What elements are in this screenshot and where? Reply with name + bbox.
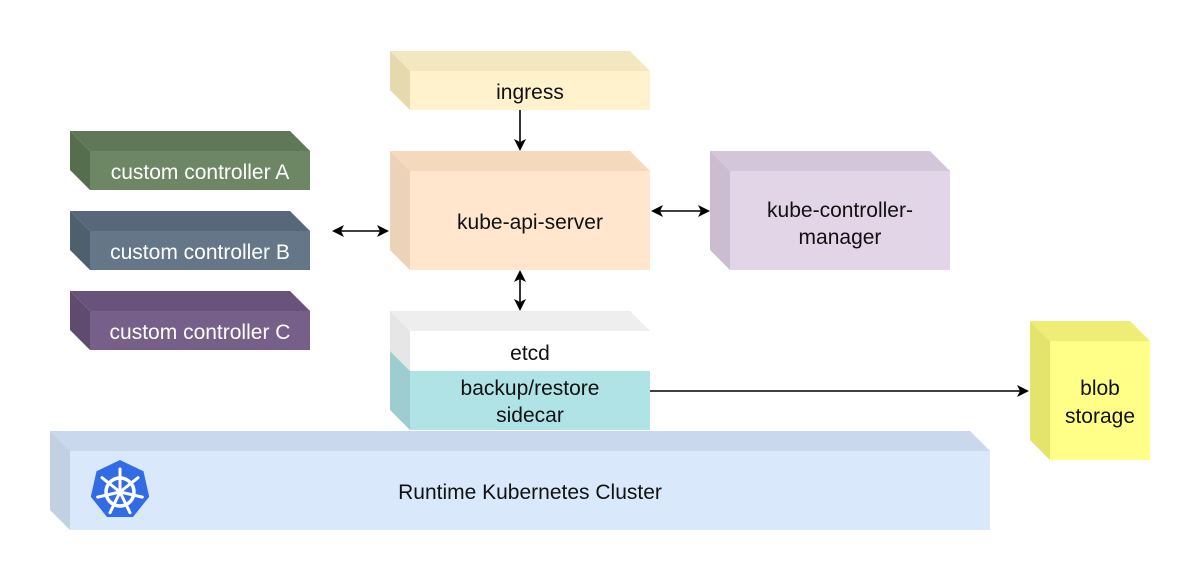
- etcd-top-face: [390, 311, 650, 331]
- controller-manager-side-face: [710, 151, 730, 270]
- controller-manager-top-face: [710, 151, 950, 171]
- custom-controller-c-block[interactable]: custom controller C: [70, 291, 310, 350]
- kubernetes-icon: [90, 460, 150, 517]
- sidecar-front-face: [410, 371, 650, 430]
- backup-restore-sidecar-block[interactable]: backup/restore sidecar: [390, 351, 650, 430]
- kube-api-server-block[interactable]: kube-api-server: [390, 151, 650, 270]
- etcd-front-face: [410, 331, 650, 371]
- controller-b-side-face: [70, 211, 90, 270]
- blob-storage-top-face: [1030, 321, 1150, 341]
- controller-c-front-face: [90, 311, 310, 350]
- sidecar-label-line2: sidecar: [496, 404, 564, 427]
- etcd-block[interactable]: etcd: [390, 311, 650, 371]
- etcd-label: etcd: [510, 342, 550, 365]
- custom-controller-b-block[interactable]: custom controller B: [70, 211, 310, 270]
- ingress-side-face: [390, 51, 410, 110]
- cluster-side-face: [50, 431, 70, 530]
- cluster-front-face: [70, 451, 990, 530]
- controller-c-side-face: [70, 291, 90, 350]
- controller-a-label: custom controller A: [111, 161, 290, 184]
- ingress-top-face: [390, 51, 650, 71]
- controller-manager-label-line1: kube-controller-: [767, 199, 913, 222]
- controller-manager-front-face: [730, 171, 950, 270]
- controller-a-front-face: [90, 151, 310, 190]
- sidecar-side-face: [390, 351, 410, 430]
- ingress-front-face: [410, 71, 650, 110]
- api-server-front-face: [410, 171, 650, 270]
- cluster-top-face: [50, 431, 990, 451]
- controller-c-top-face: [70, 291, 310, 311]
- custom-controller-a-block[interactable]: custom controller A: [70, 131, 310, 190]
- runtime-cluster-block[interactable]: Runtime Kubernetes Cluster: [50, 431, 990, 530]
- controller-a-top-face: [70, 131, 310, 151]
- cluster-label: Runtime Kubernetes Cluster: [398, 481, 662, 504]
- api-server-label: kube-api-server: [457, 211, 603, 234]
- blob-storage-front-face: [1050, 341, 1150, 460]
- sidecar-label-line1: backup/restore: [461, 377, 600, 400]
- controller-c-label: custom controller C: [110, 321, 291, 344]
- controller-b-label: custom controller B: [110, 241, 290, 264]
- blob-storage-side-face: [1030, 321, 1050, 460]
- blob-storage-label-line2: storage: [1065, 405, 1135, 428]
- controller-b-front-face: [90, 231, 310, 270]
- controller-manager-label-line2: manager: [799, 226, 882, 249]
- api-server-top-face: [390, 151, 650, 171]
- ingress-label: ingress: [496, 81, 564, 104]
- blob-storage-block[interactable]: blob storage: [1030, 321, 1150, 460]
- blob-storage-label-line1: blob: [1080, 377, 1120, 400]
- ingress-block[interactable]: ingress: [390, 51, 650, 110]
- kube-controller-manager-block[interactable]: kube-controller- manager: [710, 151, 950, 270]
- controller-b-top-face: [70, 211, 310, 231]
- api-server-side-face: [390, 151, 410, 270]
- controller-a-side-face: [70, 131, 90, 190]
